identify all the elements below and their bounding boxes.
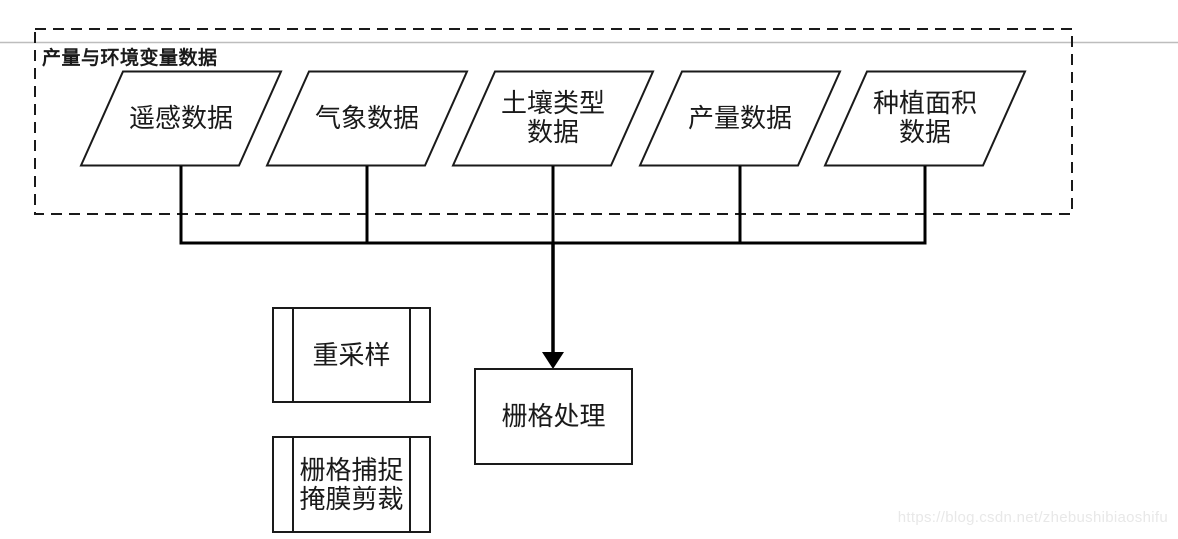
predefined-process-resample bbox=[272, 307, 431, 403]
parallelogram-weather-data bbox=[265, 70, 469, 167]
parallelogram-remote-sensing-data bbox=[79, 70, 283, 167]
down-arrow-head-icon bbox=[542, 352, 564, 369]
parallelogram-planting-area-data bbox=[823, 70, 1027, 167]
parallelogram-soil-type-data bbox=[451, 70, 655, 167]
parallelogram-yield-data bbox=[638, 70, 842, 167]
rect-raster-processing bbox=[474, 368, 633, 465]
predefined-process-snap-clip bbox=[272, 436, 431, 533]
csdn-blog-watermark: https://blog.csdn.net/zhebushibiaoshifu bbox=[897, 509, 1168, 526]
